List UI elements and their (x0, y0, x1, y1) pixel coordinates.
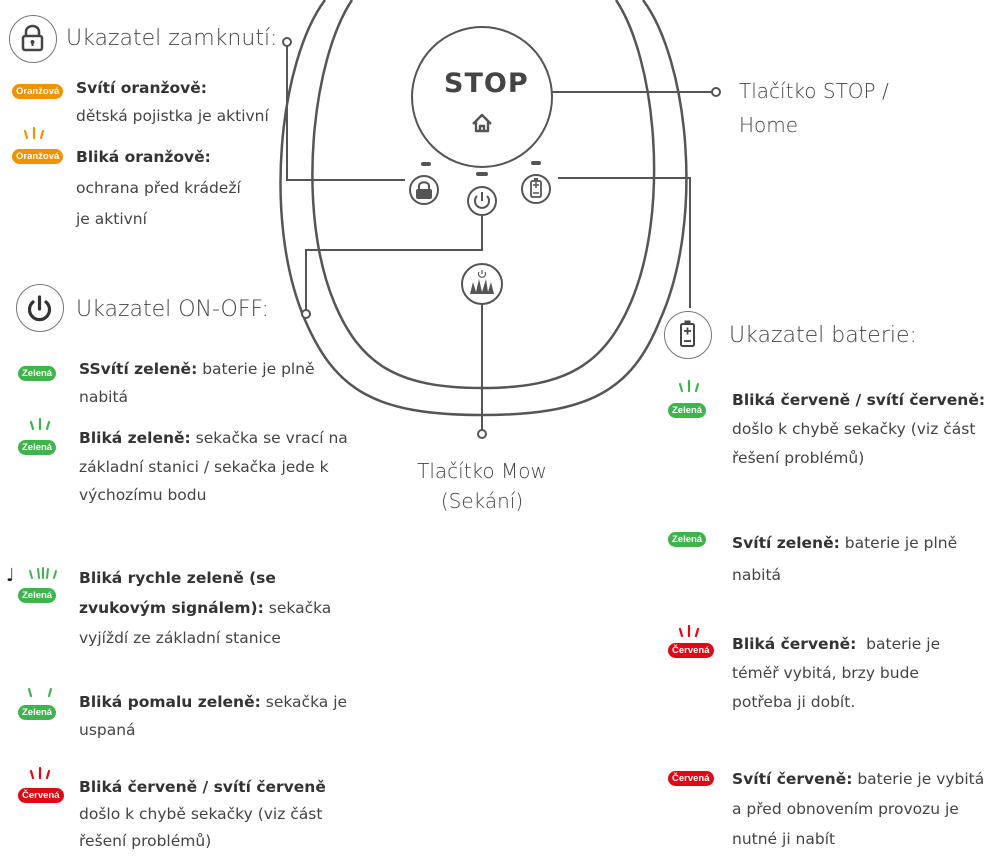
sound-note-icon: ♩ (6, 565, 15, 586)
onoff-item-4-text: Bliká pomalu zeleně: sekačka je uspaná (79, 688, 379, 744)
onoff-item-1-text: SSvítí zeleně: baterie je plně nabitá (79, 355, 379, 411)
battery-item-3-line-1: téměř vybitá, brzy bude (732, 664, 919, 682)
power-indicator-title: Ukazatel ON-OFF: (76, 297, 269, 322)
onoff-item-5-strong: Bliká červeně / svítí červeně (79, 778, 326, 796)
lock-indicator-title: Ukazatel zamknutí: (66, 26, 278, 51)
battery-item-2-strong: Svítí zeleně: (732, 534, 840, 552)
battery-item-2-line-1: nabitá (732, 566, 782, 584)
power-indicator-icon (16, 284, 64, 332)
onoff-item-3-strong: Bliká rychle zeleně (se (79, 569, 276, 587)
stop-caption-line-1: Tlačítko STOP / (739, 79, 889, 103)
lock-indicator-icon (9, 15, 57, 63)
battery-item-3-rest: baterie je (856, 635, 941, 653)
onoff-item-2-badge: Zelená (18, 440, 57, 455)
blink-slow-icon (27, 687, 53, 698)
mow-caption-line-2: (Sekání) (440, 489, 524, 513)
stop-button-label[interactable]: STOP (444, 68, 529, 99)
lock-item-2-line-1: ochrana před krádeží (76, 179, 241, 197)
stop-caption-line-2: Home (739, 113, 799, 137)
battery-item-4-text: Svítí červeně: baterie je vybitá a před … (732, 764, 994, 854)
blink-icon (23, 126, 45, 140)
battery-item-4-line-2: nutné ji nabít (732, 830, 836, 848)
stop-caption: Tlačítko STOP / Home (739, 74, 889, 142)
battery-item-4-rest: baterie je vybitá (852, 770, 985, 788)
onoff-item-1-badge: Zelená (18, 366, 57, 381)
onoff-item-3-rest: sekačka (263, 599, 332, 617)
battery-item-2-text: Svítí zeleně: baterie je plně nabitá (732, 527, 994, 591)
lock-item-1-text: Svítí oranžově: dětská pojistka je aktiv… (76, 74, 306, 130)
blink-icon (678, 379, 700, 393)
blink-icon (678, 624, 700, 638)
onoff-item-4-rest: sekačka je (260, 693, 348, 711)
battery-item-2-badge: Zelená (668, 532, 707, 547)
blink-icon (29, 417, 51, 431)
battery-item-3-strong: Bliká červeně: (732, 635, 857, 653)
onoff-item-2-line-1: základní stanici / sekačka jede k (79, 457, 329, 476)
battery-item-4-line-1: a před obnovením provozu je (732, 800, 959, 818)
battery-item-4-badge: Červená (668, 771, 714, 786)
mow-caption: Tlačítko Mow (Sekání) (405, 456, 559, 516)
onoff-item-1-line-1: nabitá (79, 388, 129, 406)
onoff-item-5-badge: Červená (18, 788, 64, 803)
onoff-item-2-text: Bliká zeleně: sekačka se vrací na základ… (79, 424, 399, 510)
battery-item-1-text: Bliká červeně / svítí červeně: došlo k c… (732, 386, 994, 473)
onoff-item-1-strong: SSvítí zeleně: (79, 360, 198, 378)
mow-caption-line-1: Tlačítko Mow (417, 459, 547, 483)
blink-fast-icon (29, 567, 57, 579)
onoff-item-4-line-1: uspaná (79, 721, 136, 739)
battery-item-3-badge: Červená (668, 643, 714, 658)
onoff-item-5-text: Bliká červeně / svítí červeně došlo k ch… (79, 774, 379, 855)
onoff-item-4-badge: Zelená (18, 705, 57, 720)
lock-item-2-badge: Oranžová (12, 149, 64, 164)
battery-item-1-strong: Bliká červeně / svítí červeně: (732, 391, 986, 409)
onoff-item-2-strong: Bliká zeleně: (79, 429, 191, 447)
blink-icon (29, 766, 51, 780)
battery-indicator-icon (664, 311, 712, 359)
lock-item-1-strong: Svítí oranžově: (76, 79, 207, 97)
onoff-item-3-text: Bliká rychle zeleně (se zvukovým signále… (79, 563, 379, 653)
battery-item-4-strong: Svítí červeně: (732, 770, 853, 788)
battery-item-3-text: Bliká červeně: baterie je téměř vybitá, … (732, 630, 994, 717)
onoff-item-2-rest: sekačka se vrací na (190, 429, 348, 447)
onoff-item-2-line-2: výchozímu bodu (79, 486, 207, 504)
lock-item-2-text: Bliká oranžově: ochrana před krádeží je … (76, 142, 306, 235)
lock-item-2-line-2: je aktivní (76, 210, 147, 228)
battery-item-1-line-2: řešení problémů) (732, 449, 865, 467)
onoff-item-3-line-1: vyjíždí ze základní stanice (79, 629, 281, 647)
battery-item-3-line-2: potřeba ji dobít. (732, 693, 856, 711)
onoff-item-4-strong: Bliká pomalu zeleně: (79, 693, 261, 711)
onoff-item-5-line-1: došlo k chybě sekačky (viz část (79, 805, 323, 823)
onoff-item-3-strong-2: zvukovým signálem): (79, 599, 264, 617)
battery-item-2-rest: baterie je plně (839, 534, 958, 552)
battery-indicator-title: Ukazatel baterie: (729, 323, 917, 348)
onoff-item-1-rest: baterie je plně (197, 360, 315, 378)
lock-item-1-line-1: dětská pojistka je aktivní (76, 107, 269, 125)
onoff-item-3-badge: Zelená (18, 588, 57, 603)
lock-item-1-badge: Oranžová (12, 84, 64, 99)
battery-item-1-line-1: došlo k chybě sekačky (viz část (732, 420, 976, 438)
battery-item-1-badge: Zelená (668, 403, 707, 418)
lock-item-2-strong: Bliká oranžově: (76, 148, 211, 166)
onoff-item-5-line-2: řešení problémů) (79, 832, 212, 850)
